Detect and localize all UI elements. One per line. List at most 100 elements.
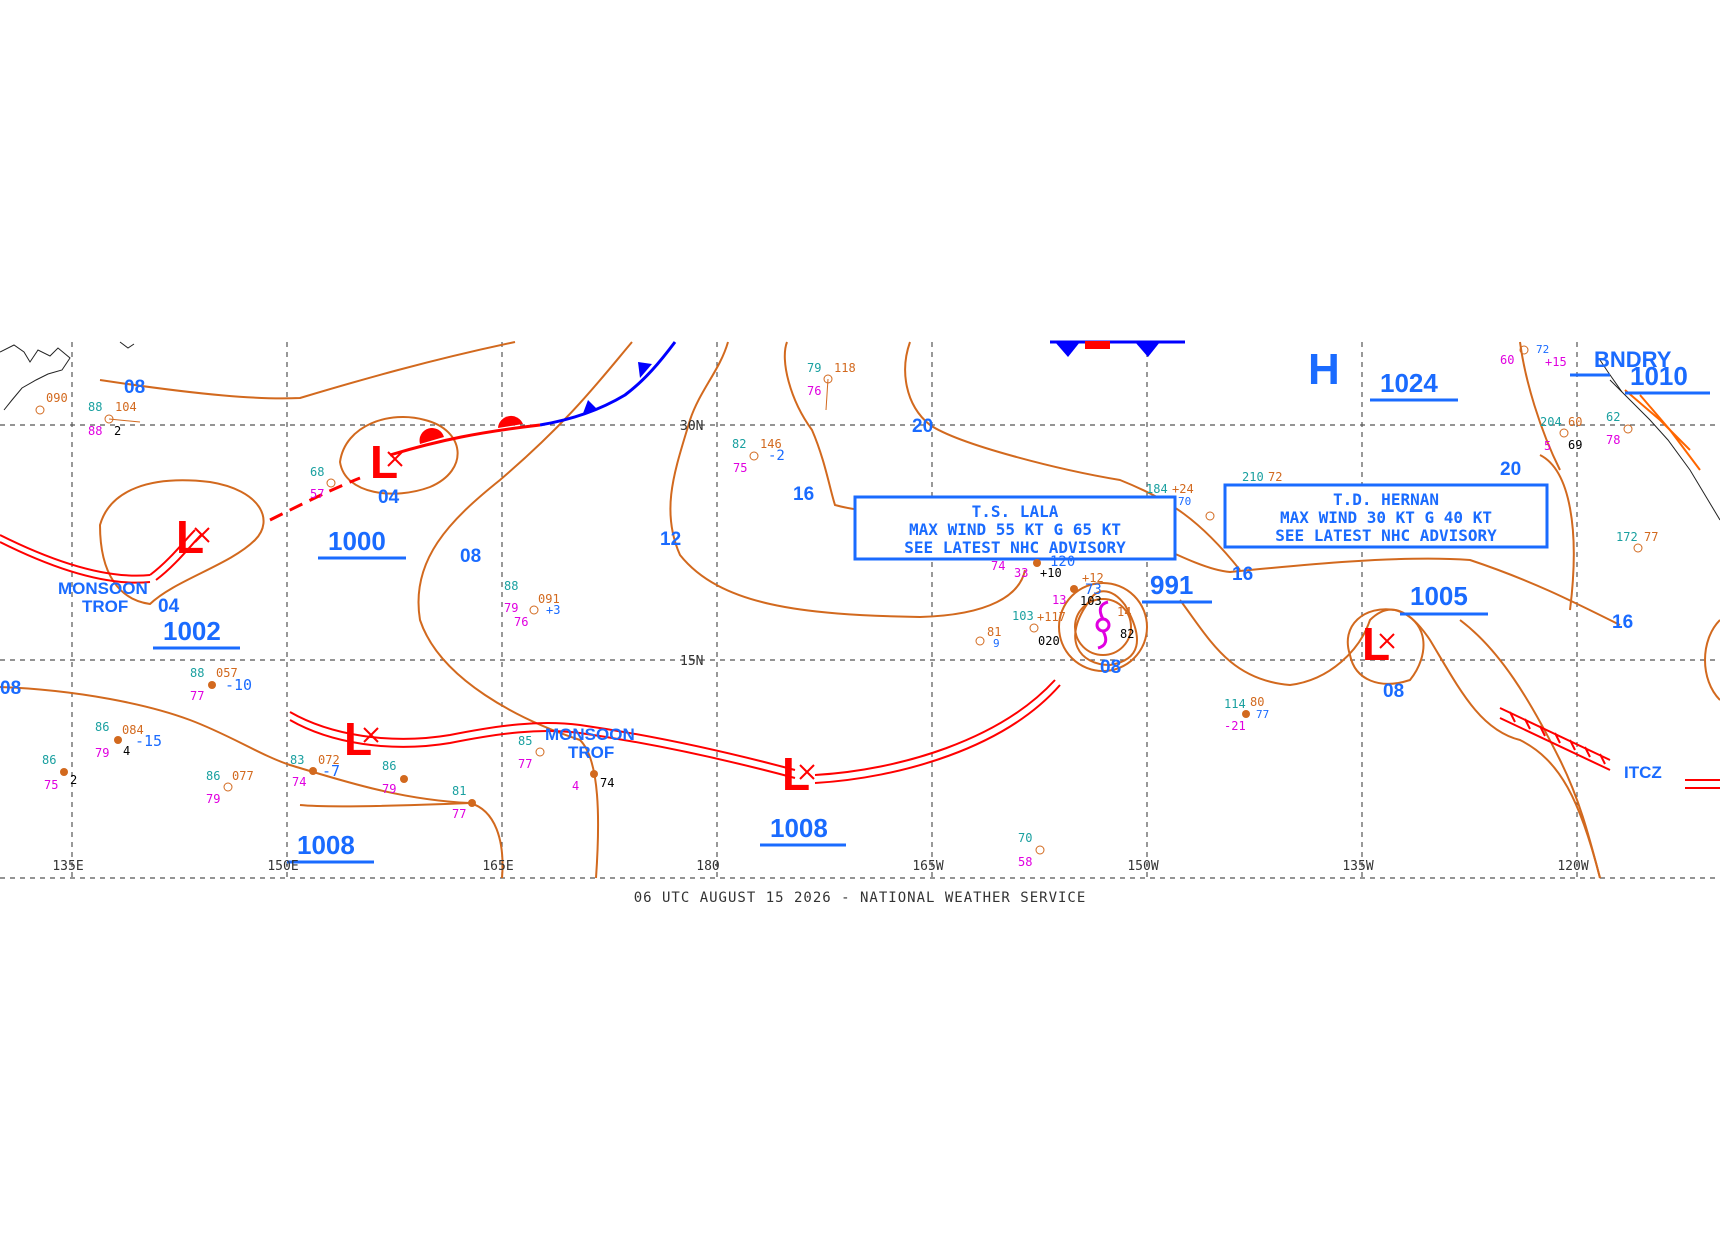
isobar-label: 08: [0, 678, 21, 699]
svg-text:86: 86: [42, 753, 56, 767]
svg-text:77: 77: [190, 689, 204, 703]
isobar-label: 08: [1100, 657, 1121, 678]
isobar-label: 12: [660, 529, 681, 550]
svg-text:072: 072: [318, 753, 340, 767]
bndry-label: BNDRY: [1594, 347, 1672, 372]
longitude-label: 120W: [1557, 859, 1588, 874]
svg-text:120: 120: [1050, 554, 1075, 570]
station-plot: 86 077 79: [206, 769, 254, 806]
svg-text:75: 75: [733, 461, 747, 475]
station-plot: 62 78: [1606, 410, 1633, 447]
svg-text:82: 82: [732, 437, 746, 451]
svg-text:084: 084: [122, 723, 144, 737]
svg-text:76: 76: [514, 615, 528, 629]
svg-text:77: 77: [452, 807, 466, 821]
warm-front: [269, 415, 541, 522]
advisory-line: SEE LATEST NHC ADVISORY: [1275, 526, 1497, 545]
svg-text:5: 5: [1544, 439, 1551, 453]
svg-text:74: 74: [991, 559, 1005, 573]
svg-text:+15: +15: [1545, 355, 1567, 369]
low-center: L: [344, 713, 379, 765]
svg-text:60: 60: [1568, 415, 1582, 429]
station-plot: 090: [35, 391, 68, 415]
svg-text:79: 79: [807, 361, 821, 375]
svg-text:2: 2: [70, 773, 77, 787]
station-plot: 81 77: [452, 784, 476, 821]
low-centers: L L L L L: [176, 436, 1395, 800]
svg-text:62: 62: [1606, 410, 1620, 424]
svg-text:72: 72: [1536, 343, 1549, 356]
isobar-label: 04: [158, 596, 180, 617]
svg-text:74: 74: [292, 775, 306, 789]
isobar-label: 20: [912, 416, 933, 437]
station-plot: 88 057 77 -10: [190, 666, 252, 703]
high-symbol: H: [1308, 345, 1340, 394]
svg-text:88: 88: [88, 424, 102, 438]
svg-text:020: 020: [1038, 634, 1060, 648]
svg-text:057: 057: [216, 666, 238, 680]
svg-text:+10: +10: [1040, 566, 1062, 580]
svg-text:077: 077: [232, 769, 254, 783]
station-plot: 79 118 76: [807, 361, 856, 411]
svg-text:103: 103: [1080, 594, 1102, 608]
station-plot: +12 73 13 103: [1052, 571, 1104, 608]
svg-text:88: 88: [504, 579, 518, 593]
svg-text:+12: +12: [1082, 571, 1104, 585]
monsoon-trof-label: TROF: [82, 597, 128, 616]
svg-text:14: 14: [1117, 605, 1131, 619]
longitude-label: 135E: [52, 859, 83, 874]
station-plot: 86 75 2: [42, 753, 77, 792]
station-plot: 88 104 88 2: [88, 400, 141, 438]
svg-text:204: 204: [1540, 415, 1562, 429]
svg-text:172: 172: [1616, 530, 1638, 544]
svg-text:184: 184: [1146, 482, 1168, 496]
monsoon-trof-label: MONSOON: [58, 579, 148, 598]
feature-labels: MONSOON TROF MONSOON TROF ITCZ BNDRY: [58, 347, 1672, 782]
isobar-label: 16: [1612, 612, 1633, 633]
pressure-label: 1002: [163, 616, 221, 646]
longitude-label: 165W: [912, 859, 943, 874]
svg-text:75: 75: [44, 778, 58, 792]
advisory-line: MAX WIND 55 KT G 65 KT: [909, 520, 1121, 539]
svg-text:88: 88: [88, 400, 102, 414]
low-center: L: [176, 511, 210, 563]
svg-text:118: 118: [834, 361, 856, 375]
isobars: [0, 341, 1720, 879]
pressure-centers: 1002 1000 1024 991 1005 1008 1008 1010: [153, 361, 1710, 864]
isobar-labels: 08 04 12 16 20 08 04 08 16 20 16 08 08 0…: [0, 377, 1633, 702]
svg-text:60: 60: [1500, 353, 1514, 367]
pressure-label: 1010: [1630, 361, 1688, 391]
station-plot: 82 146 -2 75: [732, 437, 785, 475]
svg-text:77: 77: [518, 757, 532, 771]
station-plot: 204 60 5 69: [1540, 415, 1582, 453]
station-plot: 85 77: [518, 734, 545, 771]
coastline: [0, 341, 1720, 521]
station-plot: 86 084 79 4 -15: [95, 720, 162, 760]
svg-text:091: 091: [538, 592, 560, 606]
advisory-box-lala: T.S. LALA MAX WIND 55 KT G 65 KT SEE LAT…: [853, 495, 1177, 561]
svg-text:80: 80: [1250, 695, 1264, 709]
svg-text:79: 79: [382, 782, 396, 796]
itcz-band: [1499, 707, 1720, 789]
svg-text:114: 114: [1224, 697, 1246, 711]
longitude-label: 150E: [267, 859, 298, 874]
svg-text:090: 090: [46, 391, 68, 405]
latitude-label: 30N: [680, 419, 703, 434]
svg-text:78: 78: [1606, 433, 1620, 447]
svg-text:79: 79: [95, 746, 109, 760]
tropical-storm-icon: [1095, 600, 1111, 650]
pressure-label: 1005: [1410, 581, 1468, 611]
station-plot: 74 33 +10 120: [991, 554, 1075, 580]
svg-text:+3: +3: [546, 603, 560, 617]
svg-text:76: 76: [807, 384, 821, 398]
svg-text:210: 210: [1242, 470, 1264, 484]
svg-text:+117: +117: [1037, 610, 1066, 624]
svg-text:81: 81: [452, 784, 466, 798]
svg-text:86: 86: [382, 759, 396, 773]
low-symbol: L: [370, 436, 398, 488]
svg-text:146: 146: [760, 437, 782, 451]
low-center: L: [782, 748, 815, 800]
svg-text:4: 4: [572, 779, 579, 793]
svg-text:-15: -15: [135, 732, 162, 750]
